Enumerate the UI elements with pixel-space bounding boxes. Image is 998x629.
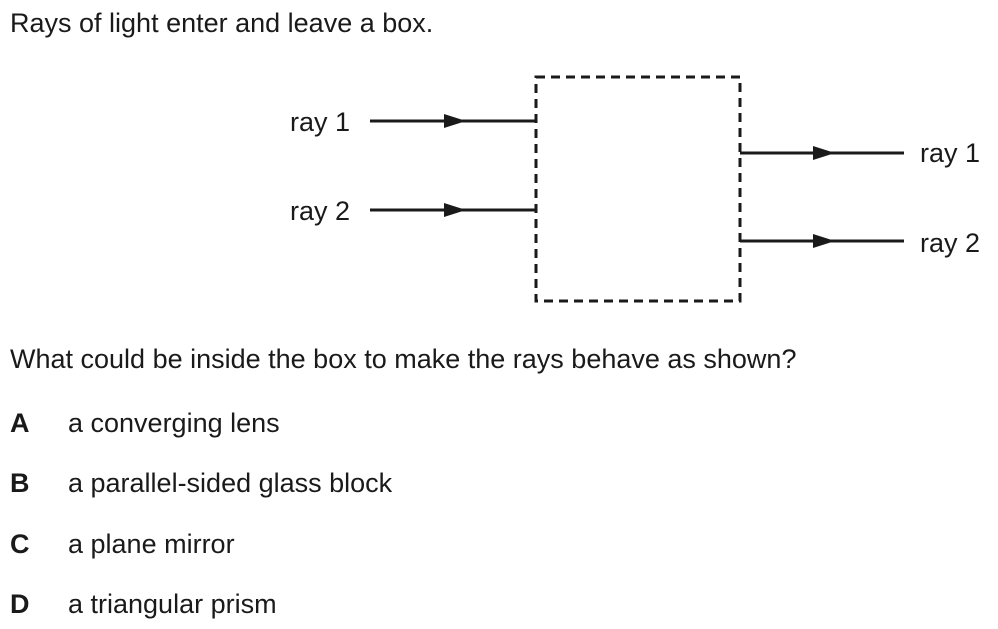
outgoing-ray-2-label: ray 2	[920, 228, 980, 258]
option-c-text: a plane mirror	[68, 529, 235, 559]
outgoing-ray-1-label: ray 1	[920, 138, 980, 168]
incoming-ray-1	[370, 114, 536, 128]
arrow-right-icon	[813, 234, 835, 248]
option-d-text: a triangular prism	[68, 589, 277, 619]
option-a-letter: A	[10, 408, 30, 438]
option-d-letter: D	[10, 589, 30, 619]
incoming-ray-2	[370, 203, 536, 217]
arrow-right-icon	[444, 114, 466, 128]
intro-text: Rays of light enter and leave a box.	[10, 8, 434, 38]
arrow-right-icon	[444, 203, 466, 217]
outgoing-ray-1	[740, 146, 904, 160]
dashed-box	[534, 75, 742, 303]
incoming-ray-1-label: ray 1	[290, 107, 350, 137]
option-b-text: a parallel-sided glass block	[68, 468, 393, 498]
arrow-right-icon	[813, 146, 835, 160]
outgoing-ray-2	[740, 234, 904, 248]
option-c-letter: C	[10, 529, 30, 559]
question-text: What could be inside the box to make the…	[10, 344, 797, 374]
option-b-letter: B	[10, 468, 30, 498]
option-a-text: a converging lens	[68, 408, 280, 438]
incoming-ray-2-label: ray 2	[290, 196, 350, 226]
